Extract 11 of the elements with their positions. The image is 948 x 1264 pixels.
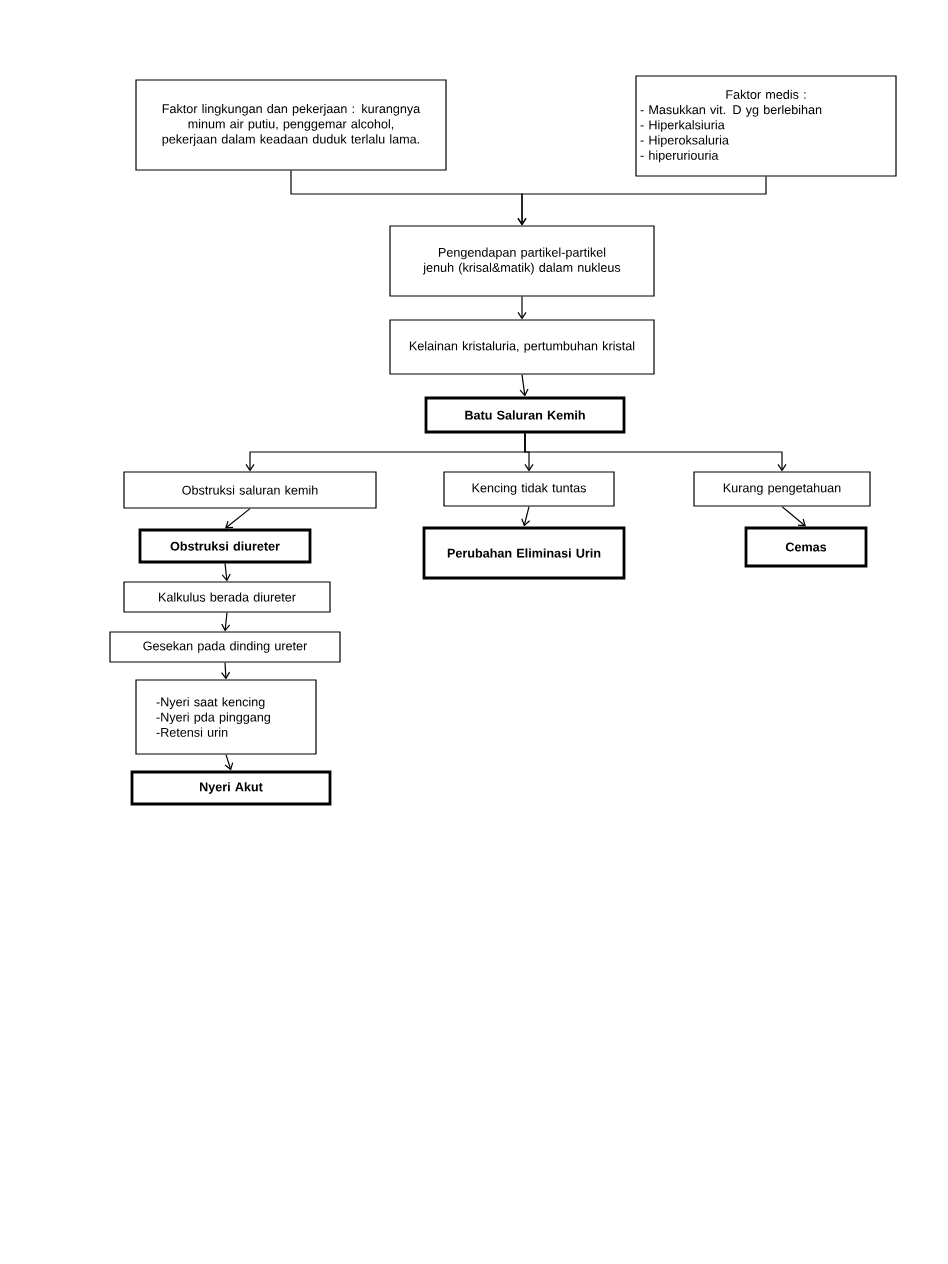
arrow — [221, 612, 231, 632]
arrow — [224, 754, 234, 771]
arrow — [524, 432, 787, 472]
arrow — [781, 506, 806, 527]
arrow — [517, 176, 767, 226]
arrow — [225, 508, 251, 529]
arrow — [521, 506, 531, 527]
arrow — [519, 374, 529, 397]
arrow — [221, 662, 231, 680]
arrow — [221, 562, 231, 582]
arrow — [517, 296, 527, 320]
